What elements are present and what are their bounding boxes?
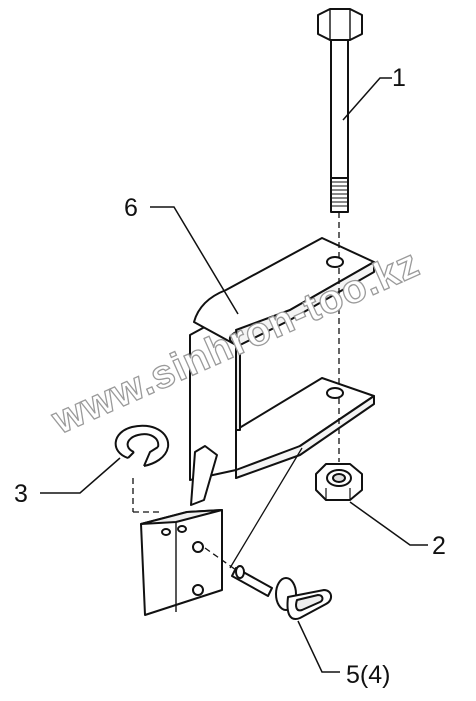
- callout-5-4: 5(4): [346, 661, 390, 689]
- pin-guide-line: [229, 447, 303, 569]
- leader-lines: [40, 77, 428, 673]
- bolt: [317, 8, 363, 213]
- callout-6: 6: [124, 194, 138, 222]
- callout-1: 1: [392, 64, 406, 92]
- callout-2: 2: [432, 532, 446, 560]
- leader-2: [349, 501, 428, 546]
- hinge-block: [140, 445, 223, 616]
- callout-3: 3: [14, 480, 28, 508]
- leader-1: [342, 77, 392, 121]
- pin: [231, 565, 332, 620]
- snap-ring: [114, 424, 170, 467]
- leader-3: [40, 457, 121, 494]
- nut: [315, 463, 363, 501]
- leader-5: [297, 620, 340, 673]
- leader-6: [150, 206, 239, 315]
